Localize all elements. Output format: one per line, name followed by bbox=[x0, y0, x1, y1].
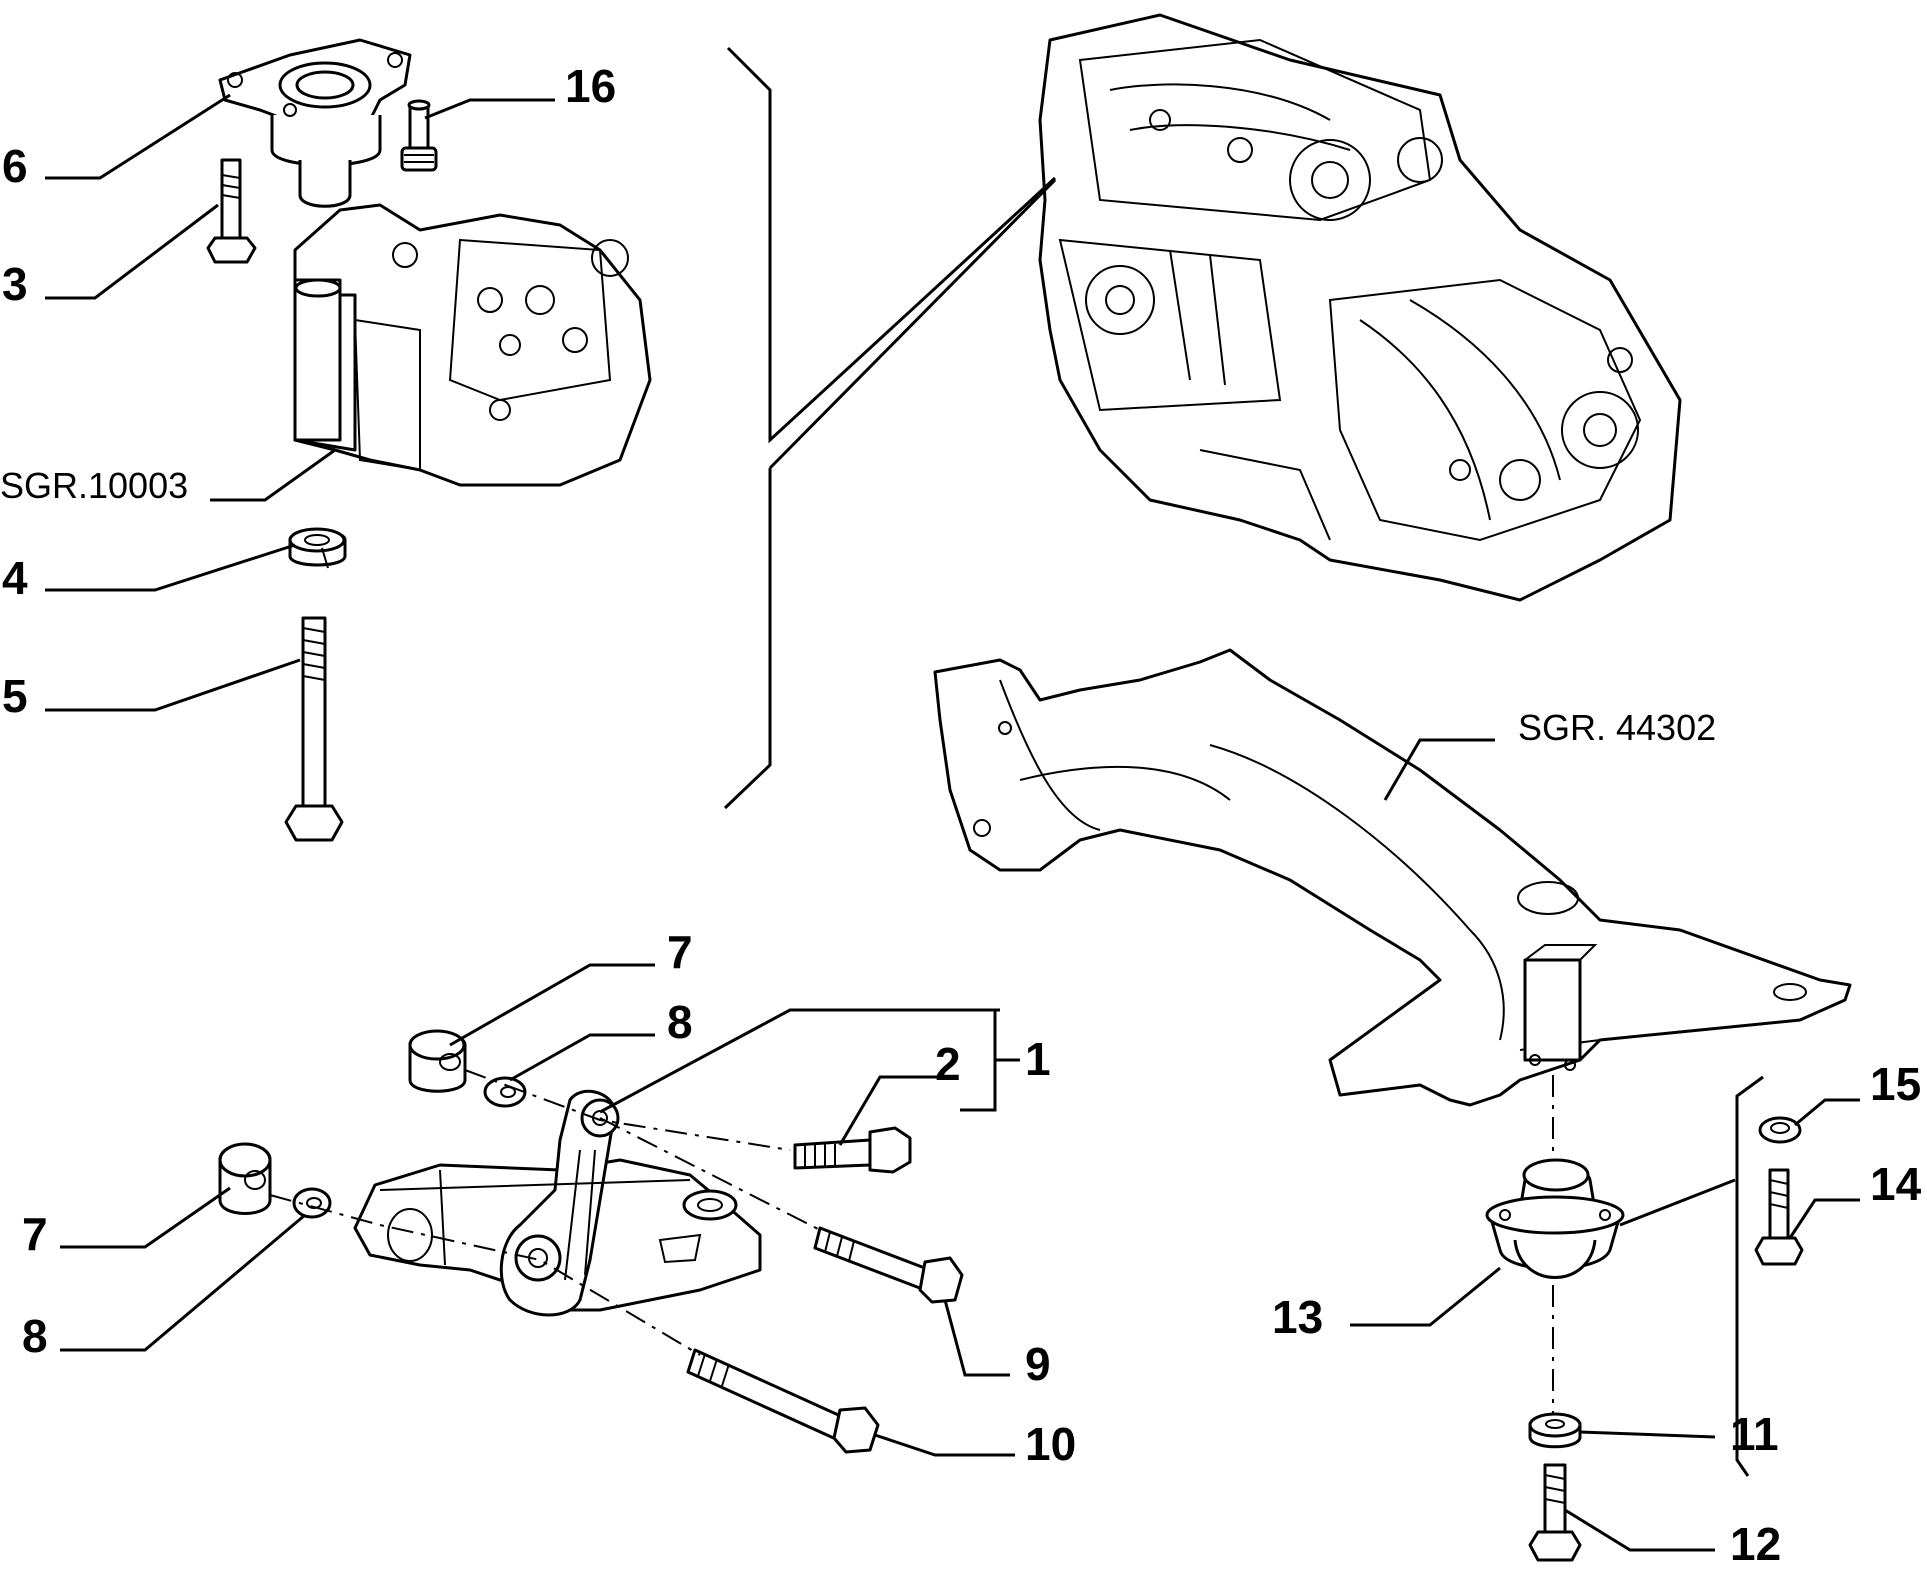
leader-16 bbox=[424, 98, 555, 120]
callout-7-upper: 7 bbox=[667, 926, 693, 978]
leader-6 bbox=[45, 93, 231, 180]
long-bolt-part-5 bbox=[284, 616, 344, 842]
leader-14 bbox=[1788, 1198, 1860, 1239]
callout-15: 15 bbox=[1870, 1058, 1921, 1110]
leader-15 bbox=[1794, 1098, 1860, 1127]
callout-10: 10 bbox=[1025, 1418, 1076, 1470]
leader-12 bbox=[1564, 1508, 1715, 1552]
callout-16: 16 bbox=[565, 60, 616, 112]
leader-13b bbox=[1619, 1178, 1736, 1227]
right-assembly-bracket bbox=[1735, 1075, 1764, 1477]
callout-13: 13 bbox=[1272, 1291, 1323, 1343]
leader-7-lower bbox=[60, 1186, 231, 1249]
leader-lines bbox=[45, 93, 1860, 1552]
assembly-axis-lower bbox=[269, 1194, 701, 1356]
bolt-part-3 bbox=[206, 158, 257, 264]
bolt-part-16 bbox=[400, 99, 438, 172]
callout-8-upper: 8 bbox=[667, 996, 693, 1048]
leader-2 bbox=[838, 1075, 955, 1146]
bolt-part-12 bbox=[1528, 1463, 1582, 1562]
leader-11 bbox=[1579, 1430, 1716, 1439]
leader-13 bbox=[1350, 1266, 1501, 1327]
bolt-part-14 bbox=[1754, 1168, 1804, 1266]
callout-2: 2 bbox=[935, 1038, 961, 1090]
bracket-1 bbox=[960, 1010, 1020, 1112]
bolt-part-2 bbox=[793, 1126, 912, 1174]
leader-1 bbox=[599, 1008, 1000, 1114]
leader-4 bbox=[45, 543, 296, 592]
callout-7-lower: 7 bbox=[22, 1208, 48, 1260]
callout-3: 3 bbox=[2, 258, 28, 310]
callout-labels: 6 16 3 SGR.10003 4 5 SGR. 44302 7 8 1 2 … bbox=[0, 60, 1922, 1569]
leader-5 bbox=[45, 658, 301, 712]
crossmember-sgr44302 bbox=[933, 648, 1852, 1107]
reference-sgr44302: SGR. 44302 bbox=[1518, 707, 1716, 748]
leader-7-upper bbox=[449, 963, 655, 1047]
leader-3 bbox=[45, 203, 219, 300]
callout-14: 14 bbox=[1870, 1158, 1922, 1210]
callout-4: 4 bbox=[2, 552, 28, 604]
washer-part-15 bbox=[1758, 1116, 1802, 1144]
callout-9: 9 bbox=[1025, 1338, 1051, 1390]
callout-12: 12 bbox=[1730, 1518, 1781, 1569]
rubber-mount-part-13 bbox=[1485, 1158, 1625, 1279]
long-bolt-part-10 bbox=[686, 1348, 880, 1454]
leader-9 bbox=[943, 1299, 1010, 1377]
callout-6: 6 bbox=[2, 140, 28, 192]
nut-part-7-upper bbox=[408, 1029, 467, 1093]
washer-part-8-upper bbox=[483, 1076, 527, 1108]
callout-5: 5 bbox=[2, 670, 28, 722]
callout-11: 11 bbox=[1730, 1408, 1779, 1460]
nut-part-7-lower bbox=[218, 1142, 272, 1215]
mount-bracket-assembly bbox=[353, 1089, 762, 1317]
leader-8-upper bbox=[509, 1033, 655, 1082]
upper-mount-part-6 bbox=[218, 38, 412, 208]
engine-link-line bbox=[768, 178, 1057, 470]
assembly-axis-upper bbox=[464, 1069, 791, 1151]
assembly-bracket-line bbox=[723, 46, 1057, 810]
leader-10 bbox=[874, 1433, 1015, 1457]
leader-sgr10003 bbox=[210, 448, 336, 502]
reference-sgr10003: SGR.10003 bbox=[0, 465, 188, 506]
leader-crossmember bbox=[1383, 738, 1495, 801]
bolt-part-9 bbox=[813, 1226, 964, 1304]
split-washer-part-4 bbox=[288, 527, 347, 569]
callout-1: 1 bbox=[1025, 1033, 1051, 1085]
washer-part-11 bbox=[1528, 1412, 1582, 1449]
engine-bracket-sgr10003 bbox=[293, 203, 652, 487]
washer-part-8-lower bbox=[292, 1187, 332, 1219]
callout-8-lower: 8 bbox=[22, 1310, 48, 1362]
engine-gearbox-assembly bbox=[1038, 13, 1682, 602]
leader-8-lower bbox=[60, 1213, 306, 1352]
